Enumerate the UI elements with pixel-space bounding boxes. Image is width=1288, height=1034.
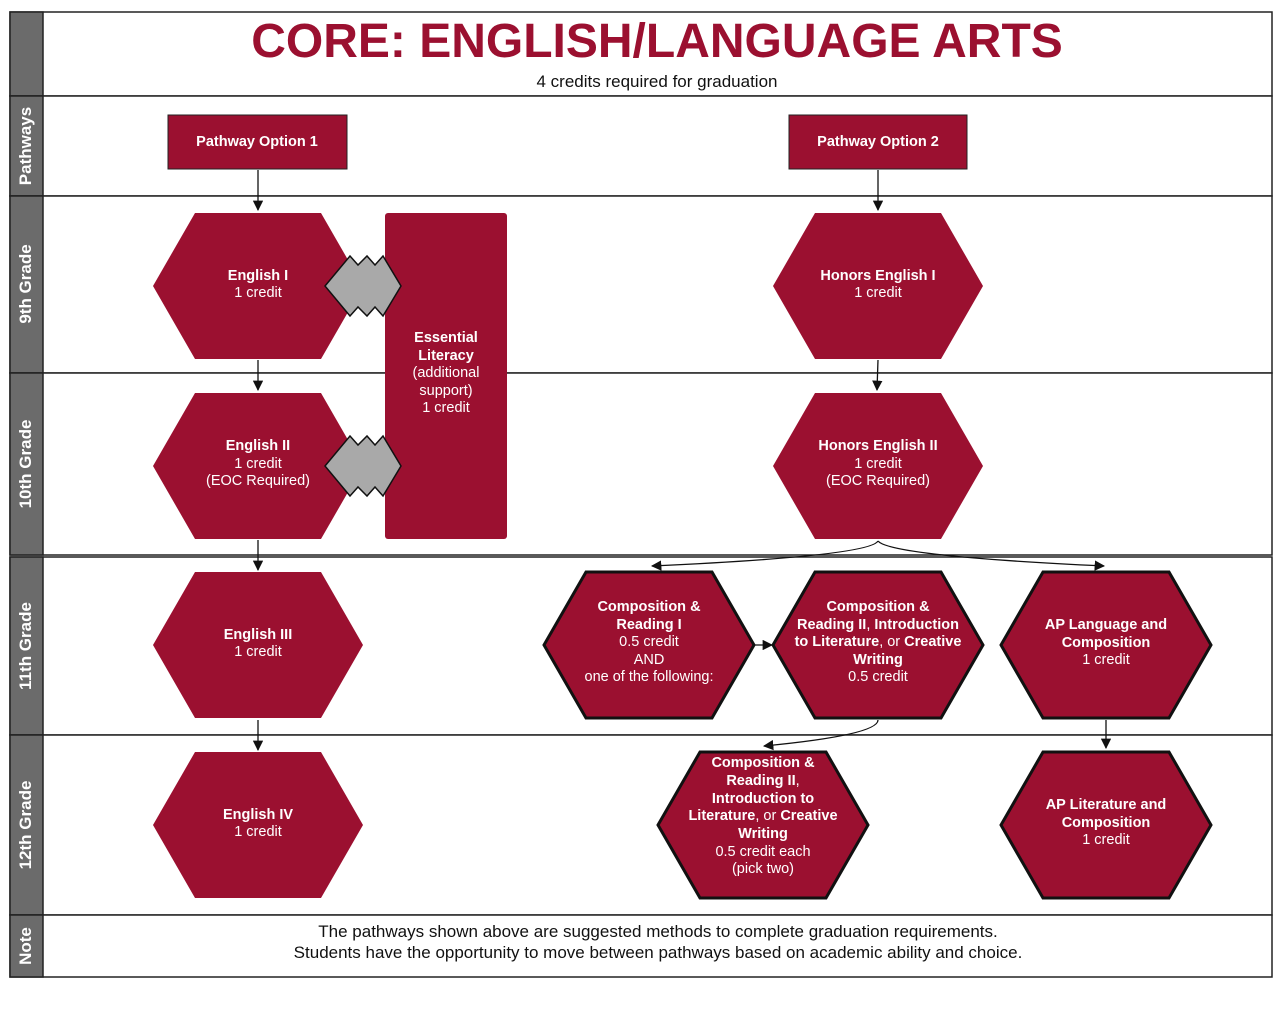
header-box — [9, 11, 1273, 97]
arrow-honors2-aplang — [877, 540, 1106, 571]
node-comp-reading-2-options: Composition & Reading II, Introduction t… — [771, 570, 985, 720]
comp1-line1: Composition & — [597, 599, 701, 615]
arrow-honors1-honors2 — [872, 359, 883, 392]
aplit-credit: 1 credit — [1082, 832, 1130, 848]
honors-1-credit: 1 credit — [854, 285, 902, 301]
comp2-line4: Writing — [853, 652, 903, 668]
bidirectional-connector-10th — [324, 434, 402, 498]
honors-2-eoc: (EOC Required) — [826, 473, 930, 489]
essential-literacy-box: Essential Literacy (additional support) … — [385, 213, 507, 539]
arrow-honors2-comp1 — [650, 540, 879, 571]
comp3-credit: 0.5 credit each — [715, 844, 810, 860]
node-comp-reading-2-pick-two: Composition & Reading II, Introduction t… — [656, 750, 870, 900]
aplit-line2: Composition — [1062, 815, 1151, 831]
node-honors-english-2: Honors English II 1 credit (EOC Required… — [773, 393, 983, 539]
comp1-following: one of the following: — [585, 669, 714, 685]
page-title: CORE: ENGLISH/LANGUAGE ARTS — [251, 15, 1063, 68]
pathway-option-2: Pathway Option 2 — [788, 114, 968, 170]
lane-label-note: Note — [16, 927, 35, 965]
lane-label-12th-grade: 12th Grade — [16, 781, 35, 870]
page-subtitle: 4 credits required for graduation — [537, 72, 778, 91]
english-3-credit: 1 credit — [234, 644, 282, 660]
english-1-name: English I — [228, 268, 288, 284]
comp3-line1: Composition & — [711, 755, 815, 771]
english-4-name: English IV — [223, 807, 293, 823]
node-english-3: English III 1 credit — [153, 572, 363, 718]
lane-note: Note — [9, 914, 1273, 978]
english-3-name: English III — [224, 627, 292, 643]
aplang-credit: 1 credit — [1082, 652, 1130, 668]
lane-label-9th-grade: 9th Grade — [16, 244, 35, 323]
essential-line2: Literacy — [418, 348, 474, 364]
arrow-comp2-comp3 — [762, 719, 879, 751]
english-2-credit: 1 credit — [234, 456, 282, 472]
comp2-credit: 0.5 credit — [848, 669, 908, 685]
node-english-1: English I 1 credit — [153, 213, 363, 359]
comp1-credit: 0.5 credit — [619, 634, 679, 650]
note-line-1: The pathways shown above are suggested m… — [318, 922, 997, 941]
connectors — [252, 170, 1112, 752]
bidirectional-connector-9th — [324, 254, 402, 318]
english-2-eoc: (EOC Required) — [206, 473, 310, 489]
essential-line1: Essential — [414, 330, 478, 346]
comp2-line2: Reading II, Introduction — [797, 617, 959, 633]
aplang-line1: AP Language and — [1045, 617, 1167, 633]
comp1-line2: Reading I — [616, 617, 681, 633]
comp2-line1: Composition & — [826, 599, 930, 615]
node-comp-reading-1: Composition & Reading I 0.5 credit AND o… — [542, 570, 756, 720]
comp3-line3: Introduction to — [712, 791, 814, 807]
note-line-2: Students have the opportunity to move be… — [294, 943, 1023, 962]
node-ap-literature: AP Literature and Composition 1 credit — [999, 750, 1213, 900]
essential-line4: support) — [419, 383, 472, 399]
pathway-option-1-label: Pathway Option 1 — [196, 134, 318, 150]
comp3-pick: (pick two) — [732, 861, 794, 877]
node-ap-language: AP Language and Composition 1 credit — [999, 570, 1213, 720]
honors-1-name: Honors English I — [820, 268, 935, 284]
node-honors-english-1: Honors English I 1 credit — [773, 213, 983, 359]
lane-label-11th-grade: 11th Grade — [16, 602, 35, 690]
english-2-name: English II — [226, 438, 290, 454]
comp3-line2: Reading II, — [726, 773, 799, 789]
pathway-option-2-label: Pathway Option 2 — [817, 134, 939, 150]
lane-label-pathways: Pathways — [16, 107, 35, 185]
node-english-4: English IV 1 credit — [153, 752, 363, 898]
english-4-credit: 1 credit — [234, 824, 282, 840]
lane-label-10th-grade: 10th Grade — [16, 420, 35, 509]
comp3-line4: Literature, or Creative — [688, 808, 837, 824]
pathway-option-1: Pathway Option 1 — [167, 114, 348, 170]
comp2-line3: to Literature, or Creative — [795, 634, 962, 650]
essential-credit: 1 credit — [422, 400, 470, 416]
comp3-line5: Writing — [738, 826, 788, 842]
comp1-and: AND — [634, 652, 665, 668]
english-1-credit: 1 credit — [234, 285, 282, 301]
aplang-line2: Composition — [1062, 635, 1151, 651]
node-english-2: English II 1 credit (EOC Required) — [153, 393, 363, 539]
honors-2-name: Honors English II — [818, 438, 937, 454]
essential-line3: (additional — [413, 365, 480, 381]
header-lane-strip — [9, 11, 44, 97]
honors-2-credit: 1 credit — [854, 456, 902, 472]
aplit-line1: AP Literature and — [1046, 797, 1167, 813]
